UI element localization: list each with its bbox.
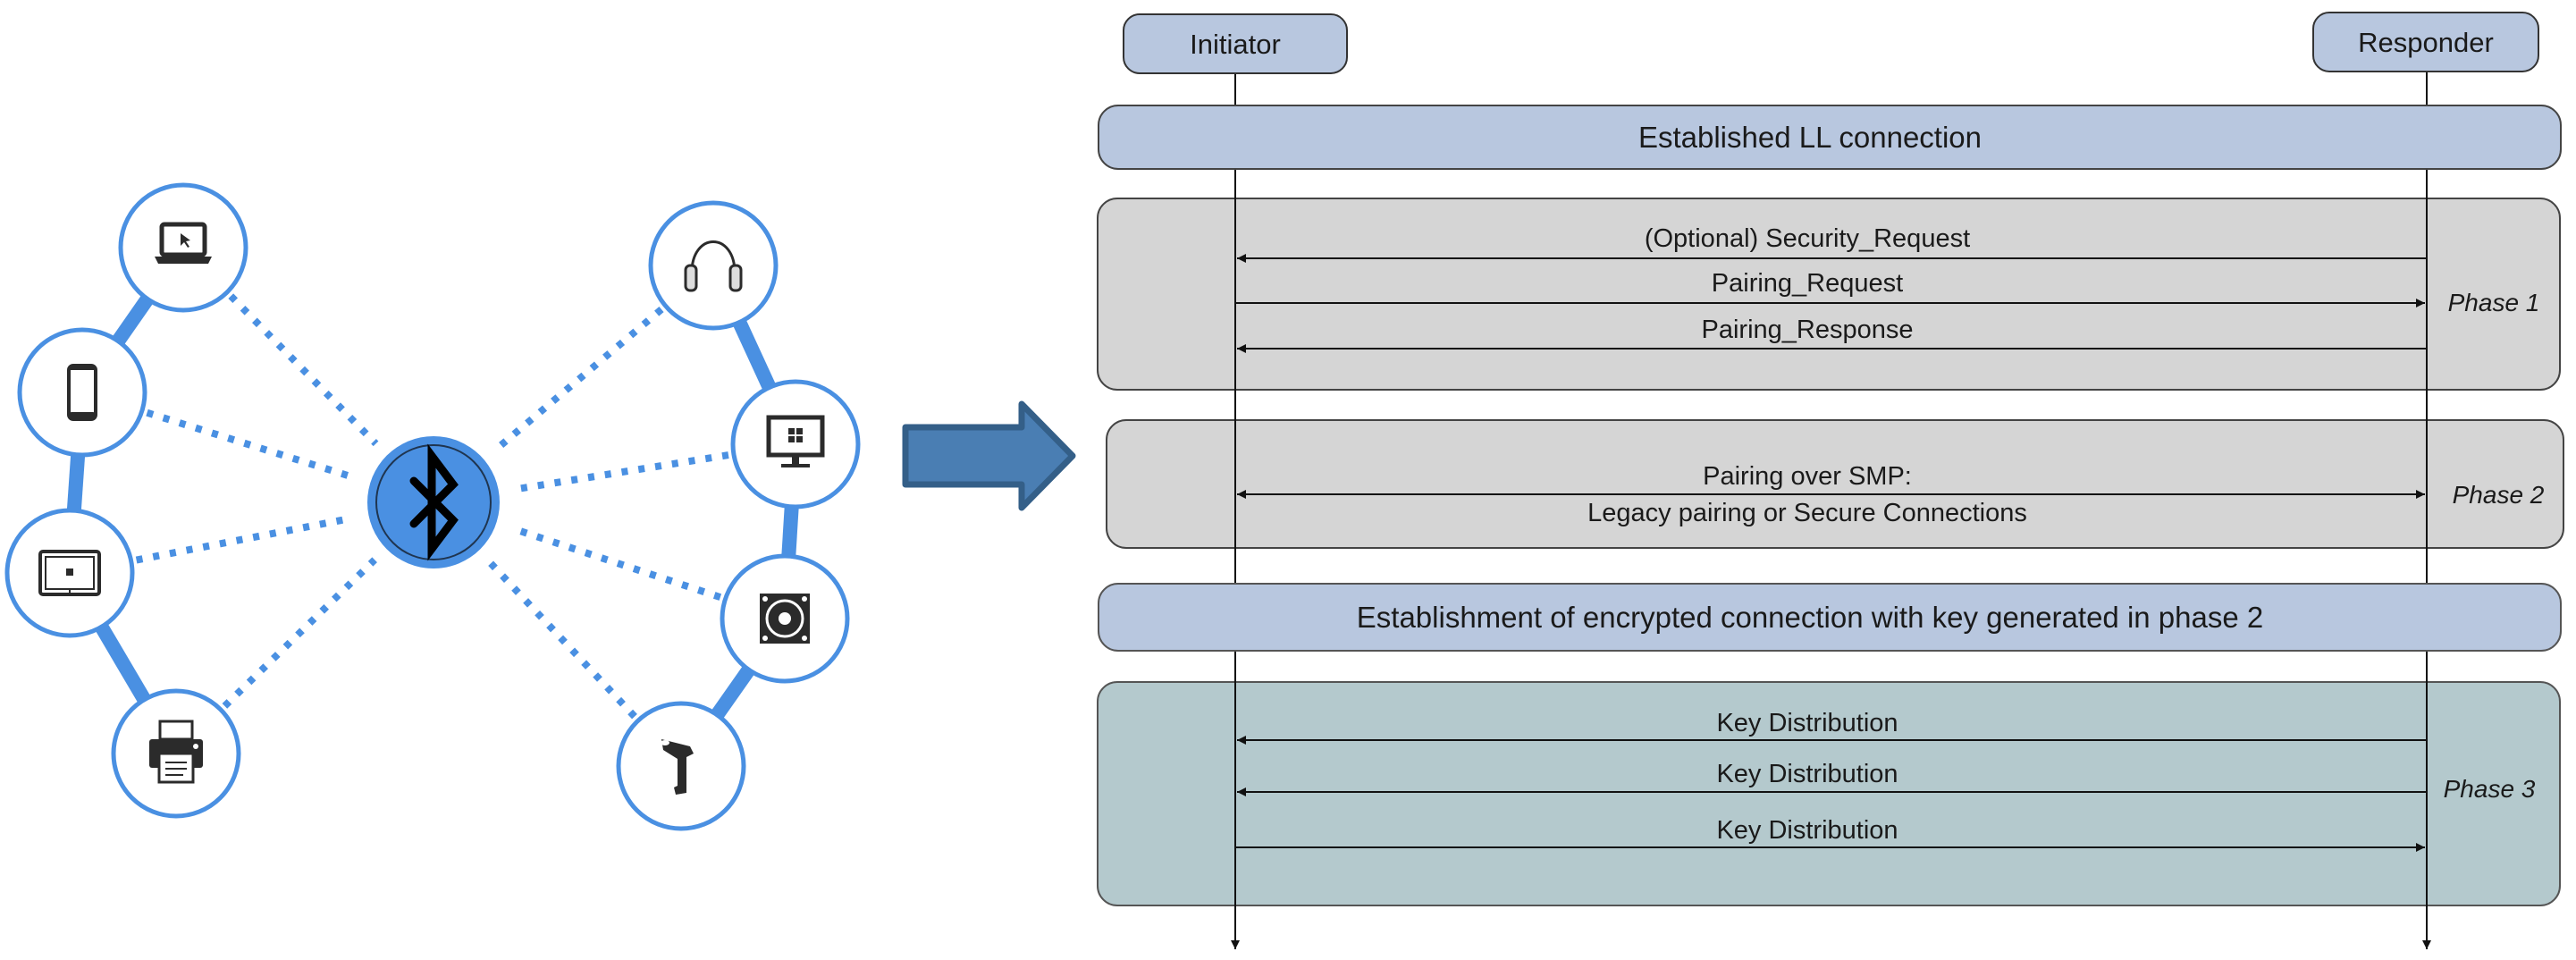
tablet-icon [38, 550, 101, 596]
device-circle [118, 182, 248, 313]
dotted-link-tablet [135, 514, 354, 564]
message-label: Pairing_Response [1702, 316, 1914, 344]
device-node-smartphone [17, 327, 147, 458]
barcode-scanner-icon [661, 739, 694, 795]
right-arrow-icon [902, 400, 1076, 511]
dotted-link-printer [222, 557, 377, 709]
laptop-icon [155, 222, 212, 264]
ll-connection-bar [1098, 105, 2562, 170]
message-label: Key Distribution [1716, 760, 1898, 788]
message-label: Pairing over SMP: [1703, 462, 1912, 491]
device-node-headphones [648, 200, 779, 331]
phase3-label: Phase 3 [2444, 775, 2536, 803]
speaker-icon [760, 594, 810, 644]
encryption-bar [1098, 583, 2562, 652]
dotted-link-headphones [493, 307, 664, 452]
headphones-icon [684, 240, 743, 292]
phase3-box [1097, 681, 2561, 906]
phase1-label: Phase 1 [2448, 289, 2540, 316]
device-links [135, 293, 729, 720]
monitor-icon [766, 415, 825, 467]
message-label: (Optional) Security_Request [1645, 224, 1970, 253]
message-label: Pairing_Request [1712, 269, 1903, 298]
message-label: Legacy pairing or Secure Connections [1587, 499, 2027, 527]
ll-connection-label: Established LL connection [1638, 121, 1982, 154]
dotted-link-barcode-scanner [487, 560, 637, 720]
message-label: Key Distribution [1716, 816, 1898, 845]
responder-label: Responder [2358, 27, 2494, 58]
device-nodes [4, 182, 861, 831]
device-node-tablet [4, 508, 135, 638]
message-label: Key Distribution [1716, 709, 1898, 737]
device-node-speaker [720, 553, 850, 684]
bluetooth-hub [367, 436, 500, 568]
hub-inner-ring [375, 444, 492, 560]
pairing-sequence-diagram: Established LL connection Establishment … [1097, 12, 2564, 949]
device-node-laptop [118, 182, 248, 313]
dotted-link-desktop-monitor [514, 451, 729, 493]
responder-box [2312, 12, 2539, 72]
initiator-label: Initiator [1190, 29, 1281, 60]
device-circle [648, 200, 779, 331]
encryption-label: Establishment of encrypted connection wi… [1357, 601, 2263, 634]
initiator-box [1123, 13, 1348, 74]
device-circle [17, 327, 147, 458]
smartphone-icon [67, 364, 97, 421]
bluetooth-network-diagram [4, 182, 861, 831]
phase1-box [1097, 198, 2561, 391]
bluetooth-icon [409, 443, 459, 561]
dotted-link-speaker [510, 525, 722, 601]
printer-icon [149, 720, 203, 784]
phase2-box [1106, 419, 2564, 549]
device-node-barcode-scanner [616, 701, 746, 831]
dotted-link-laptop [228, 293, 379, 447]
device-node-printer [111, 688, 241, 819]
device-circle [730, 379, 861, 509]
phase2-label: Phase 2 [2453, 481, 2545, 509]
dotted-link-smartphone [146, 408, 357, 482]
device-node-desktop-monitor [730, 379, 861, 509]
